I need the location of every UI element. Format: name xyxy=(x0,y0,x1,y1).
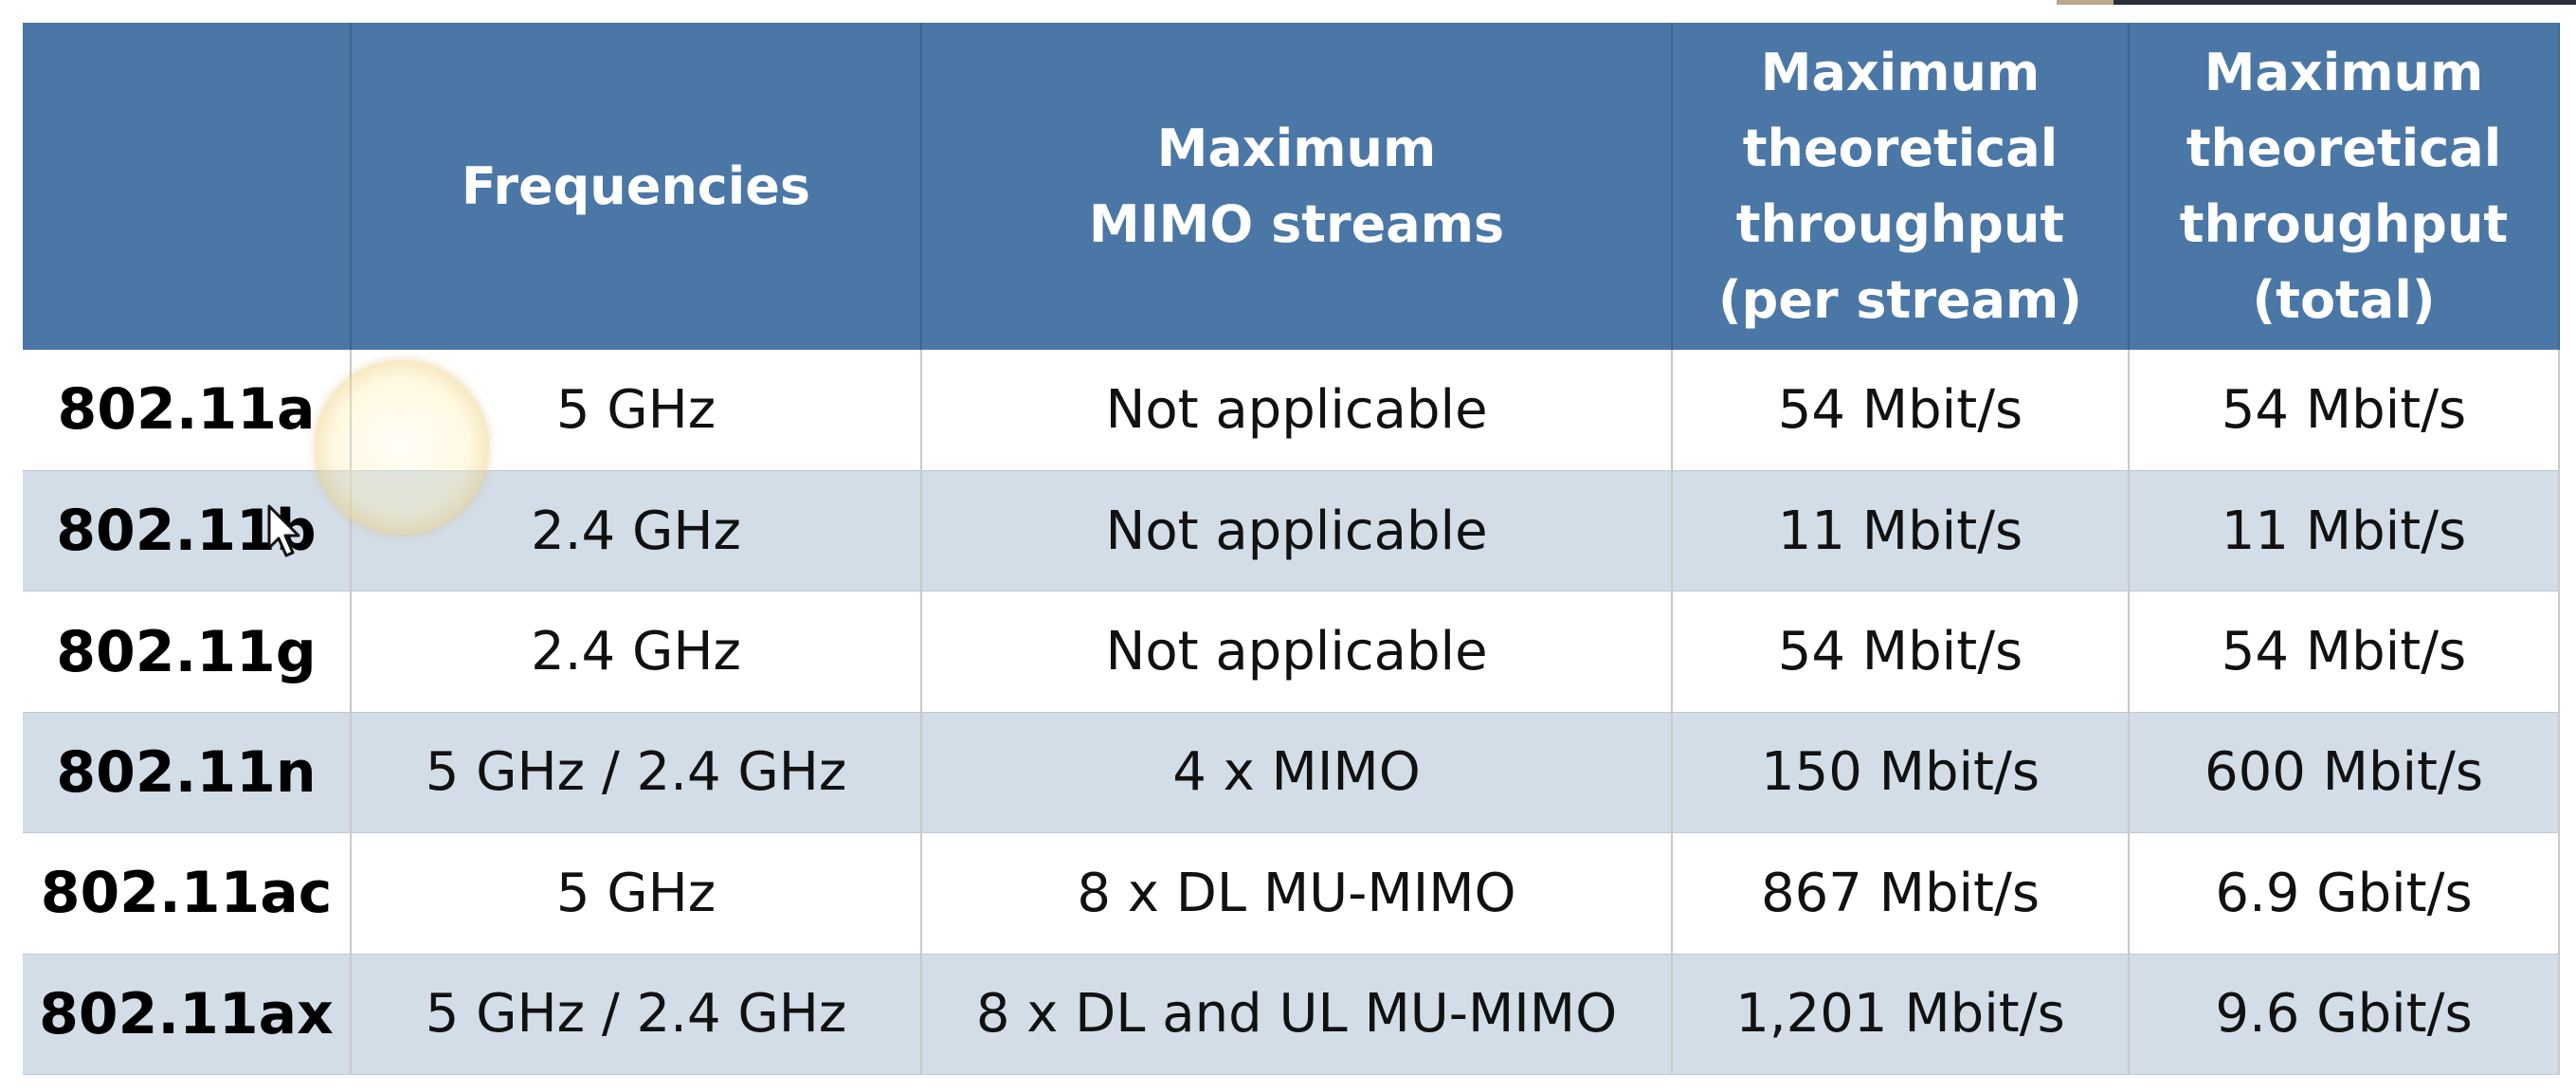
cell-frequencies: 2.4 GHz xyxy=(350,591,922,713)
table-row: 802.11a 5 GHz Not applicable 54 Mbit/s 5… xyxy=(23,350,2560,471)
cell-throughput-total: 9.6 Gbit/s xyxy=(2128,954,2560,1076)
cell-frequencies: 2.4 GHz xyxy=(350,470,922,592)
header-standard xyxy=(23,23,352,350)
header-throughput-per-stream: Maximum theoretical throughput (per stre… xyxy=(1671,23,2130,350)
cell-mimo-streams: 4 x MIMO xyxy=(920,712,1673,834)
table-row: 802.11n 5 GHz / 2.4 GHz 4 x MIMO 150 Mbi… xyxy=(23,712,2560,834)
cell-mimo-streams: 8 x DL MU-MIMO xyxy=(920,832,1673,955)
table-row: 802.11g 2.4 GHz Not applicable 54 Mbit/s… xyxy=(23,591,2560,713)
cell-standard: 802.11g xyxy=(23,591,352,713)
table-row: 802.11ax 5 GHz / 2.4 GHz 8 x DL and UL M… xyxy=(23,954,2560,1076)
cell-throughput-per-stream: 150 Mbit/s xyxy=(1671,712,2130,834)
cell-standard: 802.11b xyxy=(23,470,352,592)
cell-throughput-per-stream: 1,201 Mbit/s xyxy=(1671,954,2130,1076)
cell-mimo-streams: Not applicable xyxy=(920,470,1673,592)
cell-throughput-per-stream: 54 Mbit/s xyxy=(1671,350,2130,471)
cell-frequencies: 5 GHz / 2.4 GHz xyxy=(350,954,922,1076)
table-header-row: Frequencies Maximum MIMO streams Maximum… xyxy=(23,23,2560,350)
cell-throughput-per-stream: 867 Mbit/s xyxy=(1671,832,2130,955)
cell-frequencies: 5 GHz / 2.4 GHz xyxy=(350,712,922,834)
header-throughput-total: Maximum theoretical throughput (total) xyxy=(2128,23,2560,350)
top-right-video-bar xyxy=(2057,0,2576,5)
wifi-standards-table: Frequencies Maximum MIMO streams Maximum… xyxy=(23,23,2560,1076)
cell-standard: 802.11a xyxy=(23,350,352,471)
table-row: 802.11ac 5 GHz 8 x DL MU-MIMO 867 Mbit/s… xyxy=(23,832,2560,955)
cell-mimo-streams: Not applicable xyxy=(920,591,1673,713)
header-frequencies: Frequencies xyxy=(350,23,922,350)
cell-throughput-total: 54 Mbit/s xyxy=(2128,350,2560,471)
cell-throughput-total: 600 Mbit/s xyxy=(2128,712,2560,834)
cell-frequencies: 5 GHz xyxy=(350,350,922,471)
cell-throughput-per-stream: 54 Mbit/s xyxy=(1671,591,2130,713)
cell-throughput-total: 6.9 Gbit/s xyxy=(2128,832,2560,955)
table-row: 802.11b 2.4 GHz Not applicable 11 Mbit/s… xyxy=(23,470,2560,592)
cell-frequencies: 5 GHz xyxy=(350,832,922,955)
cell-throughput-total: 54 Mbit/s xyxy=(2128,591,2560,713)
cell-standard: 802.11n xyxy=(23,712,352,834)
cell-standard: 802.11ax xyxy=(23,954,352,1076)
cell-mimo-streams: 8 x DL and UL MU-MIMO xyxy=(920,954,1673,1076)
cell-mimo-streams: Not applicable xyxy=(920,350,1673,471)
cell-standard: 802.11ac xyxy=(23,832,352,955)
cell-throughput-total: 11 Mbit/s xyxy=(2128,470,2560,592)
header-mimo-streams: Maximum MIMO streams xyxy=(920,23,1673,350)
cell-throughput-per-stream: 11 Mbit/s xyxy=(1671,470,2130,592)
